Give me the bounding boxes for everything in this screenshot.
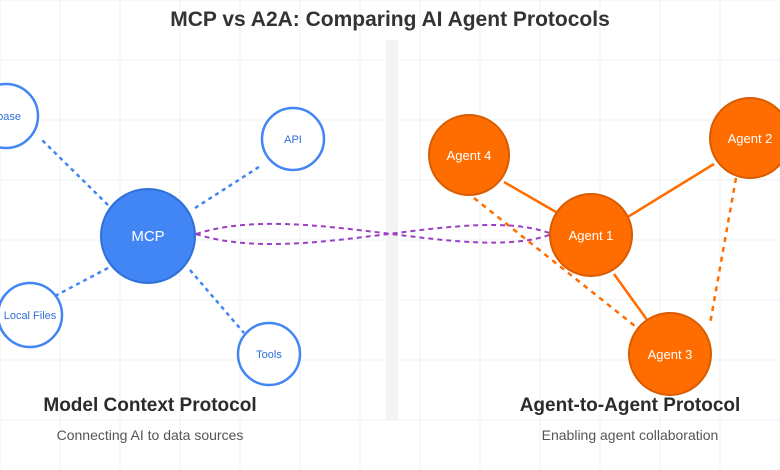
agent-2-node xyxy=(709,97,780,179)
mcp-connections xyxy=(41,139,263,334)
mcp-source-api: API xyxy=(260,106,326,172)
mcp-source-tools: Tools xyxy=(236,321,302,387)
agent-2: Agent 2 xyxy=(709,97,780,179)
mcp-hub-label: MCP xyxy=(131,228,164,245)
database-node xyxy=(0,82,40,150)
agent-1-node xyxy=(549,193,633,277)
a2a-heading: Agent-to-Agent Protocol xyxy=(519,395,741,416)
mcp-source-database: abase xyxy=(0,82,40,150)
line-mcp-api xyxy=(194,163,263,210)
diagram-title: MCP vs A2A: Comparing AI Agent Protocols xyxy=(170,8,610,31)
protocol-bridge xyxy=(195,222,553,245)
api-label: API xyxy=(284,134,302,146)
a2a-subheading: Enabling agent collaboration xyxy=(541,427,719,443)
line-agent2-agent3 xyxy=(708,177,738,325)
line-mcp-database xyxy=(41,139,109,206)
line-agent1-agent2 xyxy=(625,162,715,220)
tools-node xyxy=(236,321,302,387)
bridge-upper-curve xyxy=(195,222,553,244)
agent-2-label: Agent 2 xyxy=(728,131,773,146)
a2a-connections xyxy=(473,162,738,331)
api-node xyxy=(260,106,326,172)
mcp-hub: MCP xyxy=(100,188,196,284)
agent-3-node xyxy=(628,312,712,396)
agent-4: Agent 4 xyxy=(428,114,510,196)
mcp-heading: Model Context Protocol xyxy=(43,395,257,416)
agent-1-label: Agent 1 xyxy=(569,228,614,243)
line-mcp-tools xyxy=(189,269,245,334)
database-label: abase xyxy=(0,111,21,123)
mcp-caption: Model Context Protocol Connecting AI to … xyxy=(0,395,310,443)
tools-label: Tools xyxy=(256,349,282,361)
line-mcp-local-files xyxy=(54,266,109,298)
local-files-node xyxy=(0,281,64,349)
line-agent1-agent3 xyxy=(612,273,652,325)
mcp-subheading: Connecting AI to data sources xyxy=(56,427,244,443)
line-agent4-agent1 xyxy=(503,180,557,214)
mcp-hub-node xyxy=(100,188,196,284)
agent-3-label: Agent 3 xyxy=(648,347,693,362)
agent-1: Agent 1 xyxy=(549,193,633,277)
agent-3: Agent 3 xyxy=(628,312,712,396)
bridge-lower-curve xyxy=(195,223,553,245)
agent-4-node xyxy=(428,114,510,196)
local-files-label: Local Files xyxy=(4,310,57,322)
a2a-caption: Agent-to-Agent Protocol Enabling agent c… xyxy=(470,395,780,443)
agent-4-label: Agent 4 xyxy=(447,148,492,163)
center-divider xyxy=(386,40,398,420)
mcp-source-local-files: Local Files xyxy=(0,281,64,349)
